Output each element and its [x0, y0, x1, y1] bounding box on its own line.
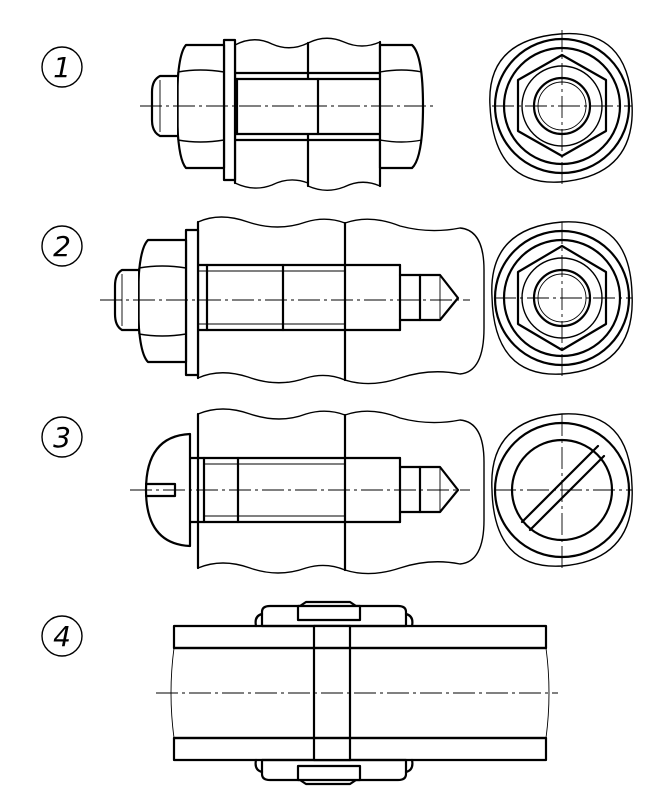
figure-number-4: 4 [41, 615, 83, 657]
figure-number-4-text: 4 [53, 620, 71, 653]
fig1-plate-left-bottom [234, 133, 309, 189]
fig2-nut [136, 238, 188, 364]
fig2-body [344, 218, 485, 385]
fig2-plate-bottom [197, 329, 346, 384]
figure-number-1-text: 1 [53, 51, 71, 84]
figure-number-2-text: 2 [53, 230, 71, 263]
figure-4: 4 [41, 600, 558, 786]
fig3-plate-top [197, 408, 346, 459]
figure-number-3: 3 [41, 416, 83, 458]
fig1-bolt-head-right [378, 43, 425, 170]
fig2-plate-top [197, 216, 346, 266]
fig1-washer-left [222, 38, 237, 182]
fig2-washer [184, 228, 200, 377]
figure-number-2: 2 [41, 225, 83, 267]
figure-2: 2 [41, 216, 633, 385]
fig1-plate-right-bottom [307, 133, 381, 191]
fig1-nut-left [175, 43, 226, 170]
fig3-end-view [491, 413, 633, 568]
fig4-pipe-wall-top [172, 624, 548, 650]
fig4-coupling-bottom [254, 758, 414, 786]
figure-number-1: 1 [41, 46, 83, 88]
fig2-end-view [491, 221, 633, 376]
figure-3: 3 [41, 408, 633, 575]
figure-1: 1 [41, 30, 633, 191]
fig4-pipe-wall-bottom [172, 736, 548, 762]
fig1-bolt-shank [223, 71, 392, 142]
figure-number-3-text: 3 [53, 421, 71, 454]
fig3-plate-bottom [197, 521, 346, 574]
fig3-parts-section [196, 408, 485, 575]
fig1-end-view [489, 30, 633, 184]
fig2-stud [183, 263, 460, 332]
fig3-screw-shank [188, 456, 460, 524]
fig4-coupling-top [254, 600, 414, 628]
fig3-body [344, 410, 485, 575]
